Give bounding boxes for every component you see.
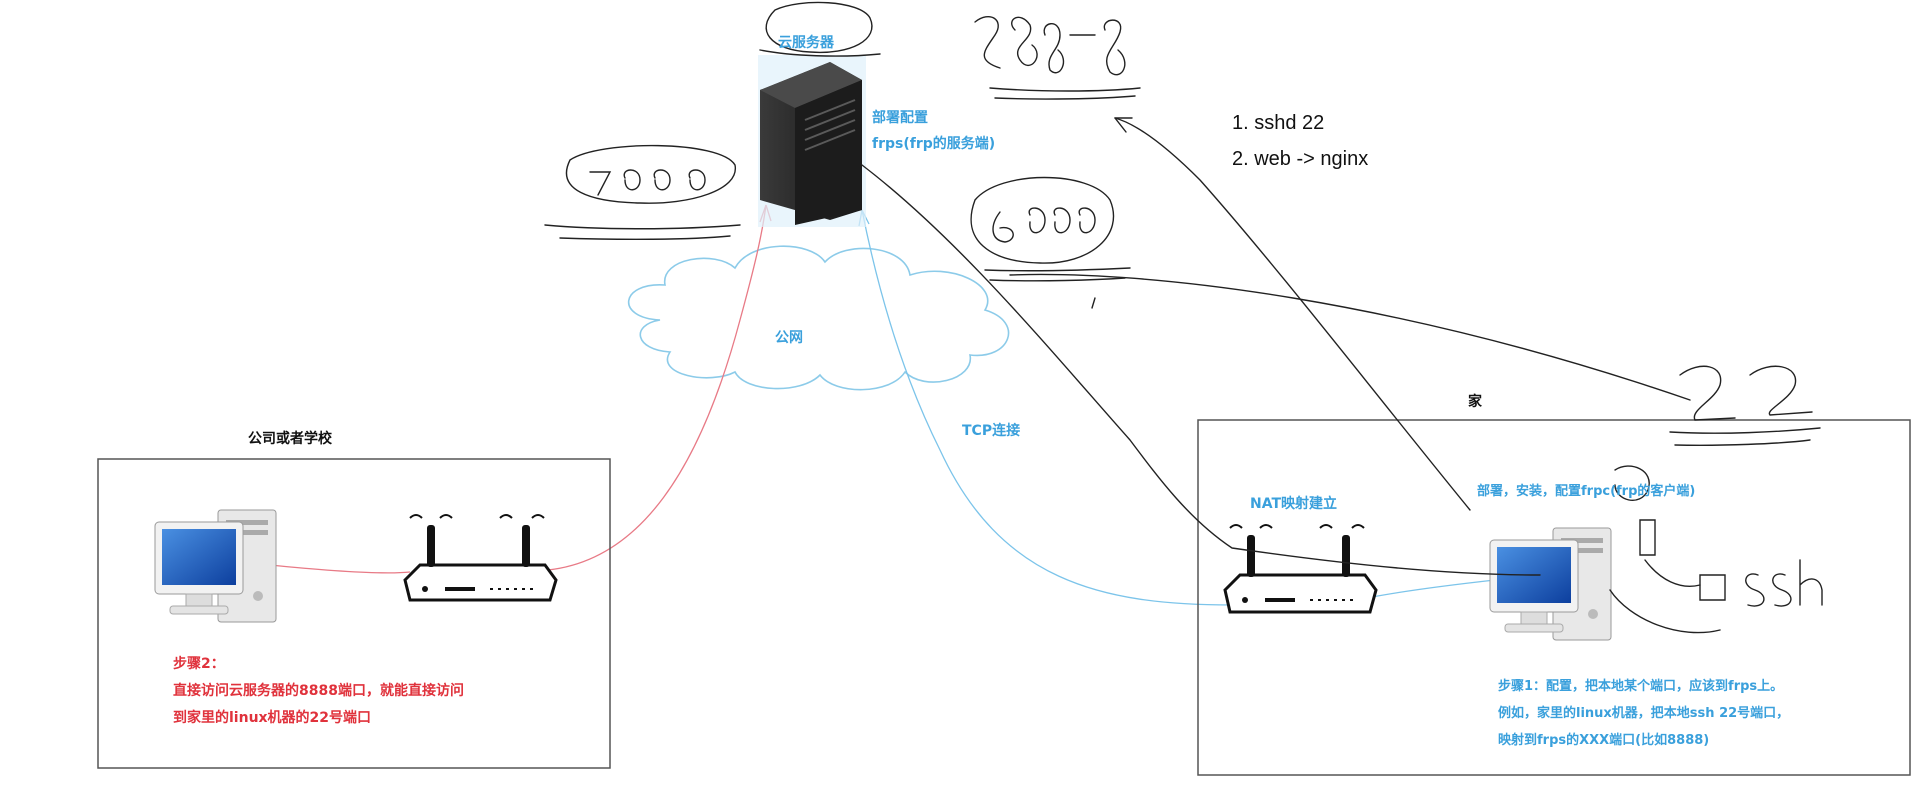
home-computer-icon <box>1489 527 1612 641</box>
home-deploy-label: 部署，安装，配置frpc(frp的客户端) <box>1477 484 1696 499</box>
company-computer-icon <box>154 509 277 623</box>
server-deploy-label-line1: 部署配置 <box>872 110 928 126</box>
home-router-icon <box>1223 524 1378 614</box>
company-step-line1: 直接访问云服务器的8888端口，就能直接访问 <box>173 683 464 699</box>
home-step-line3: 映射到frps的XXX端口(比如8888) <box>1498 733 1710 748</box>
company-step-line2: 到家里的linux机器的22号端口 <box>173 710 372 726</box>
blue-link-line <box>858 209 1496 606</box>
nat-label: NAT映射建立 <box>1250 496 1338 512</box>
notes-item-2: 2. web -> nginx <box>1232 148 1369 170</box>
handwriting-annotations <box>544 1 1823 634</box>
tcp-label: TCP连接 <box>962 423 1021 439</box>
cloud-shape <box>627 245 1010 391</box>
server-deploy-label-line2: frps(frp的服务端) <box>872 136 996 152</box>
home-box <box>1197 419 1911 776</box>
server-title: 云服务器 <box>778 35 834 51</box>
company-router-icon <box>403 514 558 602</box>
company-title: 公司或者学校 <box>248 431 332 447</box>
server-icon <box>758 55 866 227</box>
company-box <box>97 458 611 769</box>
home-title: 家 <box>1468 394 1482 410</box>
cloud-label: 公网 <box>775 330 803 346</box>
red-link-line <box>269 204 772 574</box>
company-step-title: 步骤2： <box>173 656 225 672</box>
home-step-line1: 步骤1：配置，把本地某个端口，应该到frps上。 <box>1498 679 1784 694</box>
notes-item-1: 1. sshd 22 <box>1232 112 1325 134</box>
home-step-line2: 例如，家里的linux机器，把本地ssh 22号端口， <box>1498 706 1790 721</box>
